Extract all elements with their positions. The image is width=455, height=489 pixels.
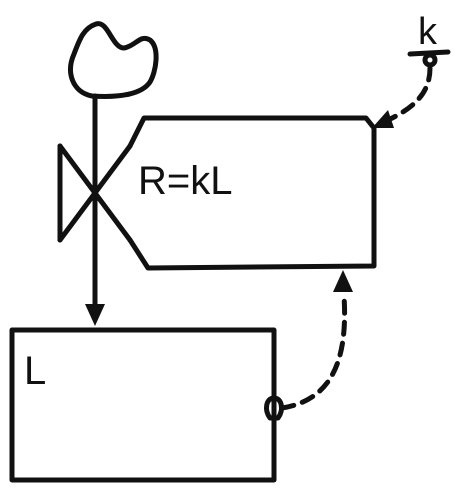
stock-box [9,327,277,483]
info-source-node [264,395,284,421]
valve-icon [57,143,133,243]
info-arrowhead-k [372,110,394,128]
rate-label: R=kL [138,159,233,203]
info-link-k [381,65,433,125]
cloud-icon [68,21,159,99]
info-link-level [279,293,348,411]
constant-node [422,52,438,68]
constant-label: k [418,11,438,53]
stock-label: L [24,349,46,393]
info-arrowhead-level [333,270,353,292]
flow-arrowhead [85,304,105,326]
